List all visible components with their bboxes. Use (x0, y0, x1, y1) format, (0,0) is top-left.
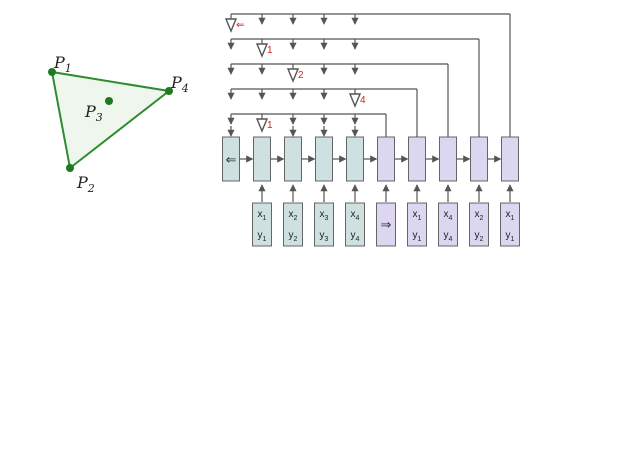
decoder-input-box (469, 202, 489, 247)
pointer-label: 4 (360, 95, 366, 106)
input-y-label: y1 (506, 230, 515, 243)
input-x-label: x3 (320, 209, 329, 222)
pointer-label: 1 (267, 45, 273, 56)
decoder-cell (501, 136, 519, 182)
encoder-input-box (252, 202, 272, 247)
input-y-label: y1 (258, 230, 267, 243)
input-y-label: y1 (413, 230, 422, 243)
input-y-label: y2 (289, 230, 298, 243)
input-x-label: x2 (289, 209, 298, 222)
decoder-start-input (376, 202, 396, 247)
label-p4: P4 (170, 73, 189, 95)
encoder-cell (315, 136, 333, 182)
pointer-icon (348, 93, 362, 108)
input-x-label: x1 (413, 209, 422, 222)
encoder-cell (284, 136, 302, 182)
decoder-input-box (500, 202, 520, 247)
encoder-input-box (345, 202, 365, 247)
input-x-label: x1 (258, 209, 267, 222)
label-p2: P2 (76, 173, 95, 195)
decoder-input-box (407, 202, 427, 247)
input-y-label: y4 (351, 230, 360, 243)
encoder-cell (346, 136, 364, 182)
pointer-icon (286, 68, 300, 83)
point-p2 (66, 164, 74, 172)
pointer-icon (224, 18, 238, 33)
decoder-input-box (438, 202, 458, 247)
decoder-cell (408, 136, 426, 182)
label-p3: P3 (84, 102, 103, 124)
decoder-start-symbol: ⇒ (381, 218, 392, 233)
input-y-label: y2 (475, 230, 484, 243)
pointer-label: 2 (298, 70, 304, 81)
pointer-label: ⇐ (236, 20, 244, 31)
input-x-label: x2 (475, 209, 484, 222)
encoder-cell (253, 136, 271, 182)
label-p1: P1 (53, 53, 72, 75)
encoder-start-symbol: ⇐ (226, 153, 237, 168)
decoder-cell (377, 136, 395, 182)
hull-polygon (50, 70, 172, 170)
decoder-cell (439, 136, 457, 182)
pointer-icon (255, 43, 269, 58)
pointer-label: 1 (267, 120, 273, 131)
input-x-label: x4 (351, 209, 360, 222)
decoder-cell (470, 136, 488, 182)
convex-hull-figure: P1 P2 P3 P4 (48, 53, 189, 195)
input-x-label: x1 (506, 209, 515, 222)
pointer-network: ⇐ x1 y1 x2 y2 x3 y3 x4 y4 ⇒ x1 y1 x4 y4 x2 y2 x1 y1 ⇐ 1 2 4 1 (222, 13, 520, 247)
input-y-label: y3 (320, 230, 329, 243)
point-p4 (165, 87, 173, 95)
encoder-input-box (314, 202, 334, 247)
point-p3 (105, 97, 113, 105)
input-x-label: x4 (444, 209, 453, 222)
encoder-input-box (283, 202, 303, 247)
pointer-icon (255, 118, 269, 133)
point-p1 (48, 68, 56, 76)
input-y-label: y4 (444, 230, 453, 243)
